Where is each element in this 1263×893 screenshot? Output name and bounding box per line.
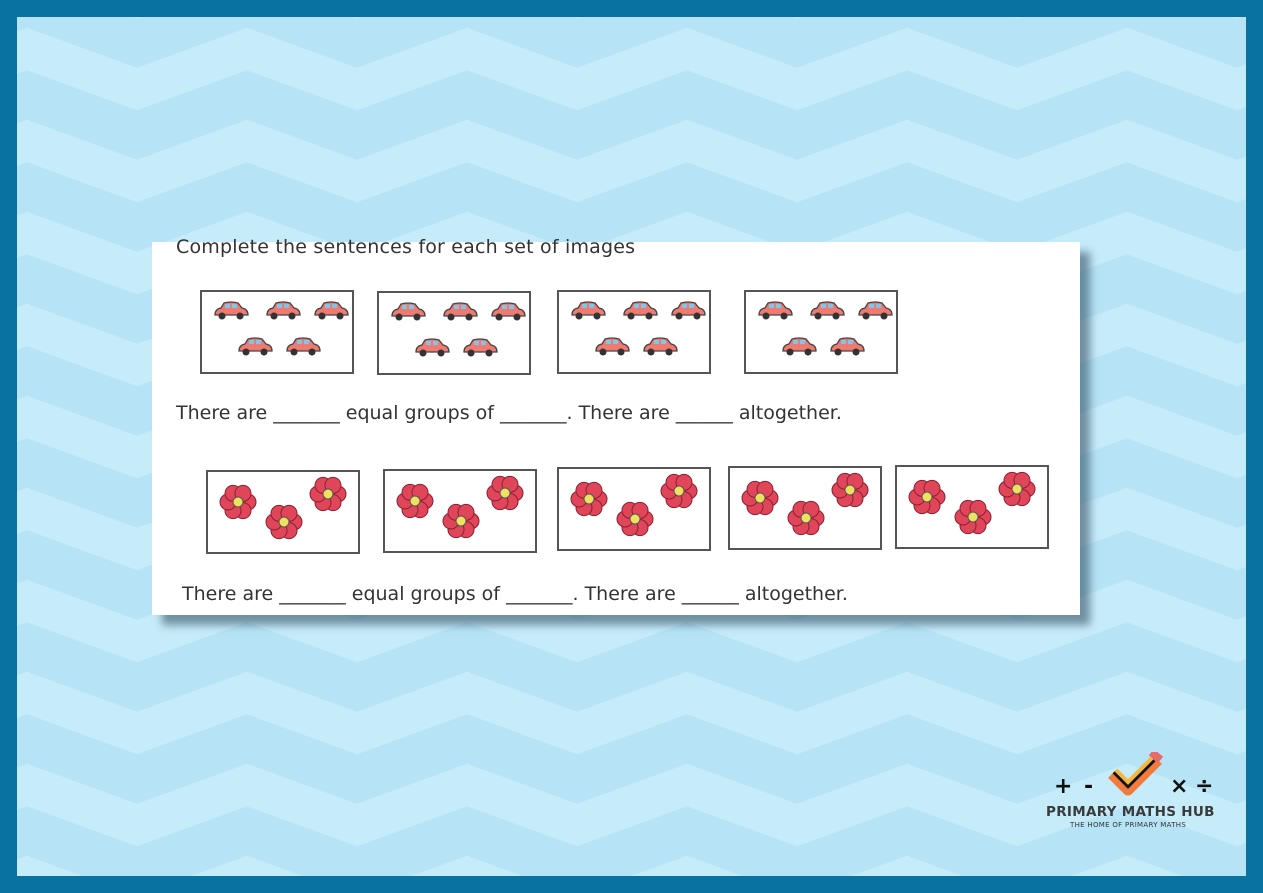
worksheet-card: Complete the sentences for each set of i… [152,236,1080,615]
car-group-box [744,290,898,374]
instruction-text: Complete the sentences for each set of i… [176,236,636,258]
minus-icon: - [1084,774,1094,799]
car-icon [756,300,794,326]
car-icon [780,336,818,362]
car-icon [828,336,866,362]
sentence-flowers: There are _______ equal groups of ______… [182,583,848,605]
primary-maths-hub-logo: + - × ÷ PRIMARY MATHS HUB THE HOME OF PR… [1040,752,1230,832]
logo-name: PRIMARY MATHS HUB [1046,804,1215,820]
car-icon [389,301,427,327]
flower-icon [907,477,947,521]
sentence-cars: There are _______ equal groups of ______… [176,402,842,424]
car-group-box [200,290,354,374]
flower-icon [740,478,780,522]
divide-icon: ÷ [1195,774,1214,799]
flower-icon [395,481,435,525]
flower-icon [659,471,699,515]
car-icon [808,300,846,326]
car-icon [621,300,659,326]
flower-icon [997,469,1037,513]
pencil-check-icon [1108,752,1164,796]
car-icon [856,300,894,326]
flower-icon [569,479,609,523]
car-icon [461,337,499,363]
car-group-box [377,291,531,375]
car-icon [593,336,631,362]
flower-group-box [728,466,882,550]
flower-icon [441,501,481,545]
flower-icon [786,498,826,542]
flower-icon [485,473,525,517]
car-icon [284,336,322,362]
car-icon [641,336,679,362]
flower-icon [830,470,870,514]
car-icon [669,300,707,326]
car-icon [489,301,527,327]
car-icon [413,337,451,363]
flower-icon [264,502,304,546]
car-group-box [557,290,711,374]
plus-icon: + [1054,774,1073,799]
flower-group-box [557,467,711,551]
logo-tagline: THE HOME OF PRIMARY MATHS [1070,821,1187,829]
car-icon [312,300,350,326]
car-icon [569,300,607,326]
car-icon [236,336,274,362]
flower-group-box [895,465,1049,549]
multiply-icon: × [1170,774,1189,799]
car-icon [441,301,479,327]
car-icon [212,300,250,326]
flower-icon [953,497,993,541]
flower-icon [218,482,258,526]
flower-icon [308,474,348,518]
flower-group-box [206,470,360,554]
car-icon [264,300,302,326]
flower-icon [615,499,655,543]
flower-group-box [383,469,537,553]
